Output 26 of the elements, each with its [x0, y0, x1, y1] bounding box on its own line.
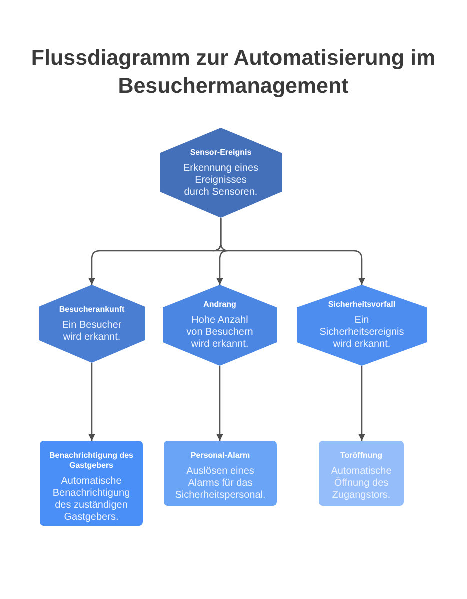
connector-arrow	[88, 363, 96, 441]
node-text: Erkennung eines Ereignisses durch Sensoren.	[182, 162, 260, 198]
event-hexagon	[39, 285, 145, 363]
action-box	[40, 441, 143, 526]
node-title: Benachrichtigung des Gastgebers	[48, 451, 134, 471]
node-title: Personal-Alarm	[190, 451, 250, 461]
action-box	[164, 441, 277, 506]
connector-arrow	[220, 218, 366, 285]
node-title: Andrang	[204, 300, 236, 310]
node-text: Ein Besucher wird erkannt.	[61, 320, 123, 344]
node-title: Sicherheitsvorfall	[328, 300, 396, 310]
connector-arrow	[216, 366, 224, 441]
event-hexagon	[160, 128, 282, 218]
action-box	[319, 441, 404, 506]
node-text: Ein Sicherheitsereignis wird erkannt.	[318, 315, 406, 351]
node-title: Sensor-Ereignis	[190, 148, 252, 158]
diagram-title: Flussdiagramm zur Automatisierung im Besuchermanagement	[30, 45, 437, 100]
event-hexagon	[297, 285, 427, 366]
node-text: Hohe Anzahl von Besuchern wird erkannt.	[186, 315, 254, 351]
node-text: Auslösen eines Alarms für das Sicherheitspersonal.	[174, 466, 267, 502]
node-text: Automatische Benachrichtigung des zuständigen Gastgebers.	[52, 476, 132, 524]
node-title: Besucherankunft	[59, 304, 125, 314]
connector-arrow	[358, 366, 366, 441]
node-text: Automatische Öffnung des Zugangstors.	[330, 466, 393, 502]
event-hexagon	[163, 285, 277, 366]
node-title: Toröffnung	[340, 451, 383, 461]
